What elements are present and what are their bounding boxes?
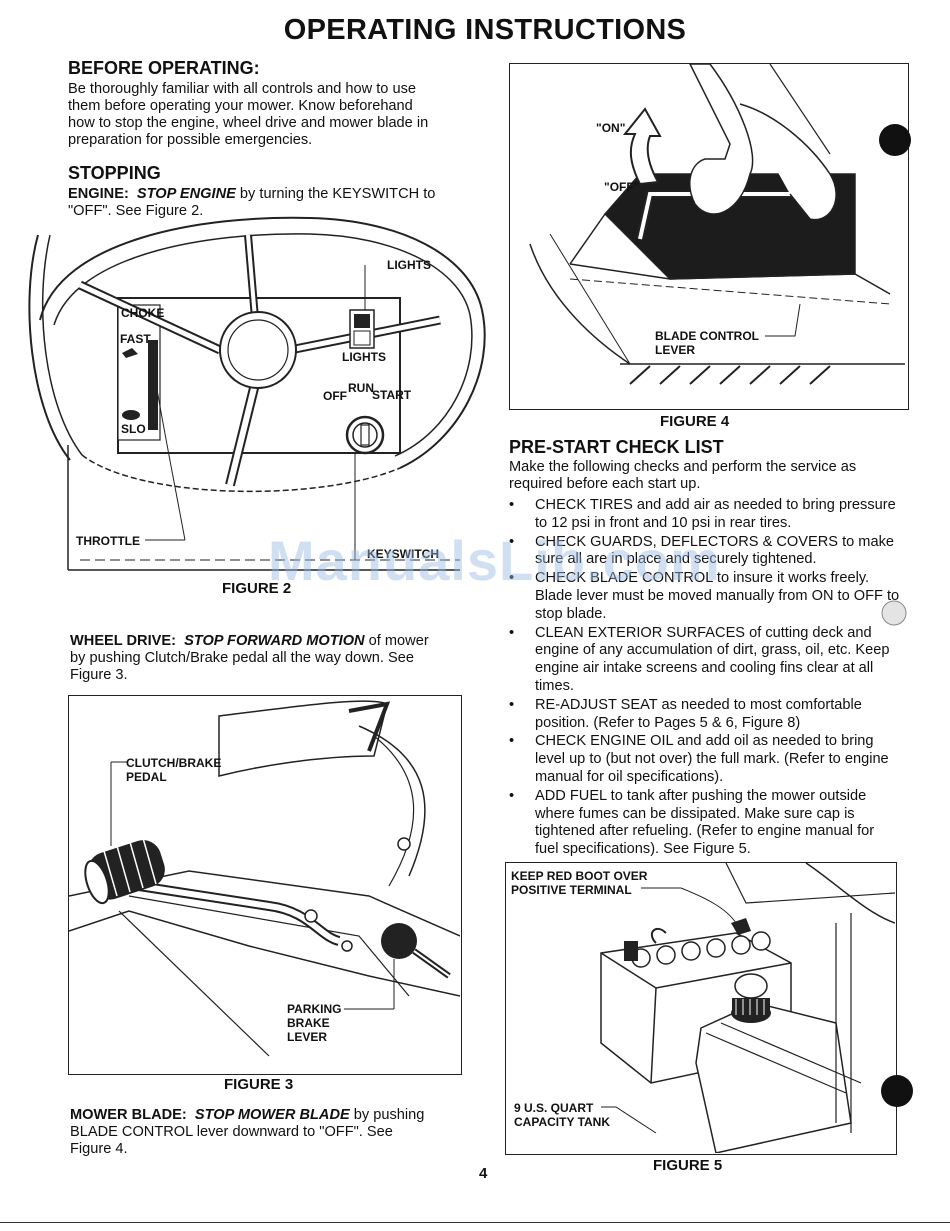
figure-5-illustration [600,863,895,1153]
fig2-label-fast: FAST [120,332,151,346]
figure-5-caption: FIGURE 5 [653,1157,723,1174]
fig3-label-clutch: CLUTCH/BRAKE PEDAL [126,756,222,784]
list-item: •CHECK GUARDS, DEFLECTORS & COVERS to ma… [509,533,894,568]
engine-stop-text: ENGINE: STOP ENGINE by turning the KEYSW… [68,186,436,219]
figure-4-frame [509,63,909,410]
fig2-label-keyswitch: KEYSWITCH [367,547,439,561]
fig5-label-red-boot: KEEP RED BOOT OVER POSITIVE TERMINAL [511,869,648,897]
fig3-label-parking-brake: PARKING BRAKE LEVER [287,1002,342,1044]
fig4-label-on: "ON" [596,121,626,135]
fig2-label-lights-switch: LIGHTS [342,350,386,364]
figure-4-illustration [529,64,905,385]
figure-3-frame [68,695,462,1075]
fig2-label-start: START [372,388,412,402]
prestart-heading: PRE-START CHECK LIST [509,437,724,457]
figure-2-illustration [28,216,486,571]
list-item: •CHECK ENGINE OIL and add oil as needed … [509,733,889,785]
fig5-label-tank: 9 U.S. QUART CAPACITY TANK [514,1101,610,1129]
figure-2-caption: FIGURE 2 [222,580,292,597]
page-number: 4 [479,1165,488,1182]
prestart-intro: Make the following checks and perform th… [509,459,857,492]
prestart-checklist: •CHECK TIRES and add air as needed to br… [509,497,901,860]
list-item: •CHECK TIRES and add air as needed to br… [509,497,896,531]
fig2-label-off: OFF [323,389,347,403]
list-item: •CLEAN EXTERIOR SURFACES of cutting deck… [509,624,890,694]
figure-3-illustration [69,700,460,1057]
fig2-label-throttle: THROTTLE [76,534,140,548]
fig2-label-slow: SLO [121,422,146,436]
page-title: OPERATING INSTRUCTIONS [283,14,687,46]
fig4-label-off: "OFF" [604,180,640,194]
mower-blade-text: MOWER BLADE: STOP MOWER BLADE by pushing… [70,1107,425,1157]
binder-hole-middle-icon [881,600,907,626]
figure-3-caption: FIGURE 3 [224,1076,294,1093]
figure-4-caption: FIGURE 4 [660,413,730,430]
page-edge-line [0,1222,950,1223]
fig2-label-lights: LIGHTS [387,258,431,272]
before-operating-heading: BEFORE OPERATING: [68,58,260,78]
list-item: •RE-ADJUST SEAT as needed to most comfor… [509,696,862,731]
fig4-label-blade-control: BLADE CONTROL LEVER [655,329,759,357]
before-operating-text: Be thoroughly familiar with all controls… [68,81,429,148]
list-item: •ADD FUEL to tank after pushing the mowe… [509,787,875,858]
wheel-drive-text: WHEEL DRIVE: STOP FORWARD MOTION of mowe… [70,633,429,683]
stopping-heading: STOPPING [68,163,161,183]
fig2-label-run: RUN [348,381,374,395]
binder-hole-top-icon [879,124,911,156]
watermark: ManualsLib.com [268,529,721,592]
binder-hole-bottom-icon [881,1075,913,1107]
list-item: •CHECK BLADE CONTROL to insure it works … [509,570,900,622]
fig2-label-choke: CHOKE [121,306,165,320]
figure-5-frame [505,862,897,1155]
